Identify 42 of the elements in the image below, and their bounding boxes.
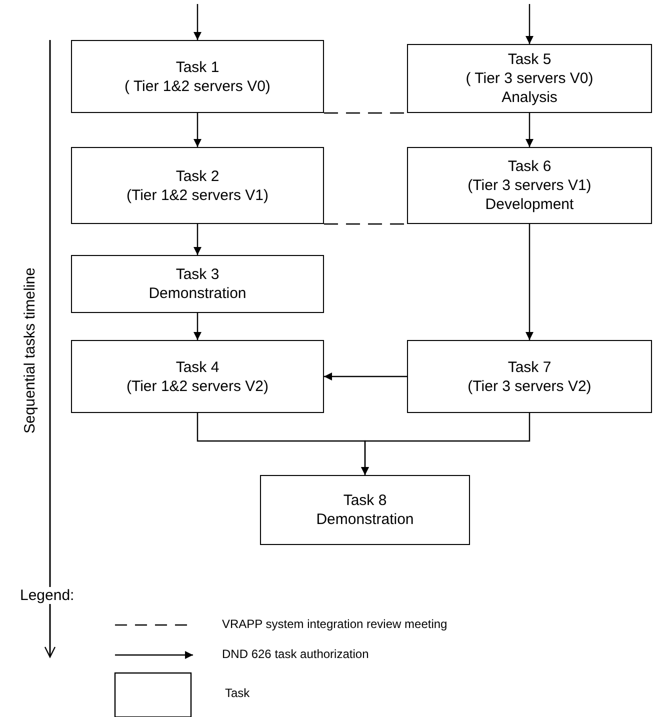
timeline-label: Sequential tasks timeline: [21, 267, 38, 433]
arrow: [194, 4, 202, 40]
dashed-connector: [324, 112, 407, 114]
task-text: Task 8: [343, 491, 387, 510]
task-box: [71, 255, 324, 313]
task-text: Task 1: [176, 58, 220, 76]
task-text: Analysis: [502, 88, 558, 107]
arrow: [526, 4, 534, 44]
task-text: Development: [485, 195, 574, 214]
task-text: ( Tier 1&2 servers V0): [124, 76, 270, 96]
legend-text: Task: [225, 686, 250, 700]
legend-text: VRAPP system integration review meeting: [222, 617, 448, 631]
arrow: [361, 413, 530, 475]
task-box: [71, 40, 324, 113]
task-text: Task 7: [508, 358, 552, 376]
task-text: ( Tier 3 servers V0): [466, 69, 594, 88]
task-text: (Tier 3 servers V2): [468, 376, 592, 396]
task-box: [407, 340, 652, 413]
task-text: Task 6: [508, 157, 552, 176]
arrow: [194, 224, 202, 255]
task-box: [71, 340, 324, 413]
arrow: [526, 113, 534, 147]
task-text: (Tier 1&2 servers V2): [126, 376, 268, 396]
task-text: Task 4: [176, 358, 220, 376]
task-box: [407, 44, 652, 113]
arrow: [324, 372, 407, 380]
task-text: Demonstration: [148, 284, 246, 303]
arrow: [526, 224, 534, 340]
task-box: [71, 147, 324, 224]
task-text: (Tier 1&2 servers V1): [126, 186, 268, 204]
legend-text: DND 626 task authorization: [222, 647, 369, 661]
task-box: [260, 475, 470, 545]
task-box: [407, 147, 652, 224]
arrow: [194, 113, 202, 147]
task-text: Task 2: [176, 166, 220, 186]
legend-heading: Legend:: [20, 587, 74, 604]
task-text: Demonstration: [316, 510, 414, 529]
task-text: Task 5: [508, 50, 552, 69]
task-text: Task 3: [176, 265, 220, 284]
arrow: [194, 313, 202, 340]
dashed-connector: [324, 223, 407, 225]
task-text: (Tier 3 servers V1): [468, 176, 592, 195]
